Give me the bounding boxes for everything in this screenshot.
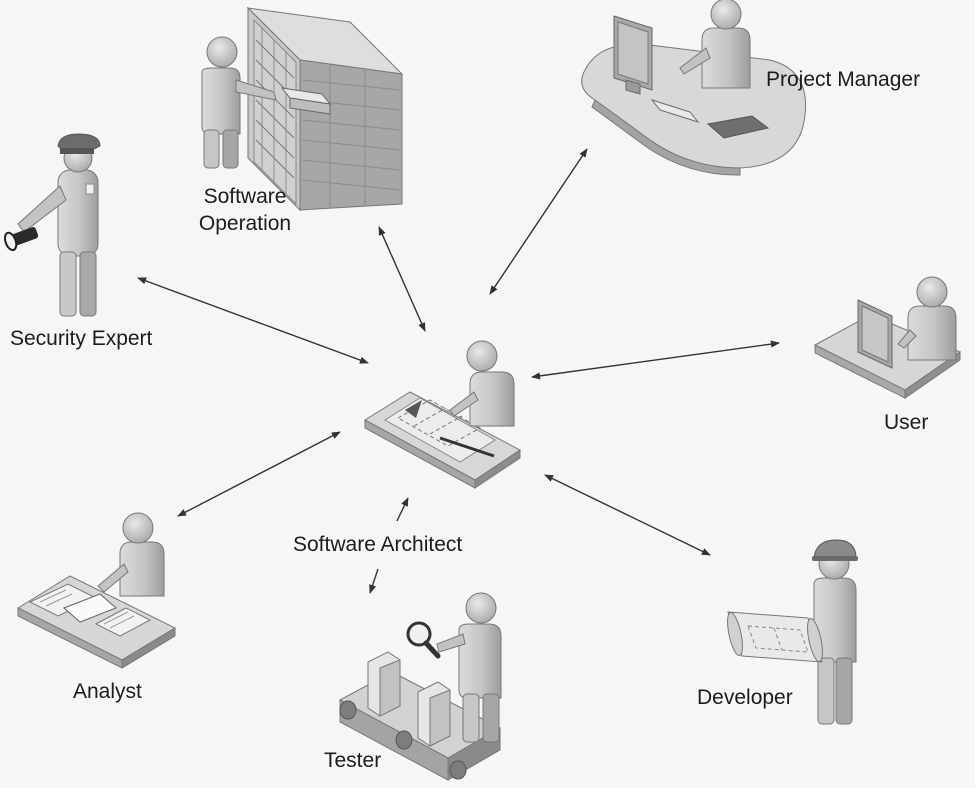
- label-developer: Developer: [697, 686, 793, 709]
- label-software-architect: Software Architect: [293, 533, 463, 556]
- label-software-operation: Software Operation: [188, 183, 302, 237]
- label-security-expert: Security Expert: [10, 327, 153, 350]
- desk-computer-person-icon: [581, 0, 807, 176]
- arrow-label-up: [396, 497, 409, 522]
- arrow-architect-user: [531, 340, 780, 380]
- workstation-person-icon: [813, 276, 962, 399]
- label-project-manager: Project Manager: [766, 68, 921, 91]
- label-analyst: Analyst: [73, 680, 142, 703]
- document-desk-person-icon: [16, 512, 177, 669]
- label-tester: Tester: [324, 749, 382, 772]
- arrow-architect-security-expert: [137, 277, 369, 364]
- conveyor-magnifier-person-icon: [338, 592, 502, 781]
- connection-arrows: [137, 148, 780, 594]
- guard-flashlight-icon: [3, 133, 101, 317]
- label-software-operation-line2: Operation: [198, 212, 292, 235]
- arrow-architect-analyst: [177, 431, 341, 517]
- arrow-architect-software-operation: [378, 226, 426, 332]
- arrow-label-tester: [369, 568, 379, 594]
- arrow-architect-project-manager: [489, 148, 588, 295]
- hardhat-blueprint-person-icon: [727, 539, 858, 725]
- label-software-operation-line1: Software: [203, 185, 287, 208]
- label-user: User: [884, 411, 929, 434]
- arrow-architect-developer: [544, 474, 711, 556]
- server-rack-person-icon: [201, 6, 404, 212]
- drafting-table-person-icon: [364, 340, 521, 489]
